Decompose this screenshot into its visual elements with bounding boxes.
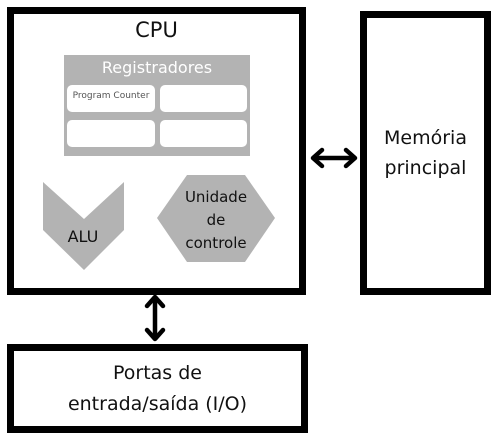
- registers-label: Registradores: [101, 58, 213, 77]
- memory-label: Memória principal: [360, 11, 491, 295]
- control-unit-label-line: controle: [185, 234, 247, 252]
- registers-group: Registradores Program Counter: [64, 55, 250, 156]
- register-slot: Program Counter: [67, 85, 155, 112]
- cpu-io-arrow: [144, 294, 166, 342]
- memory-label-line: Memória: [384, 127, 467, 149]
- register-slot: [67, 120, 155, 147]
- memory-box: [360, 11, 491, 295]
- cpu-title: CPU: [135, 18, 178, 42]
- alu-label: ALU: [67, 227, 99, 246]
- control-unit-label-line: Unidade: [184, 188, 248, 206]
- control-unit-label-line: de: [206, 211, 226, 229]
- register-slot: [160, 85, 247, 112]
- register-slot: [160, 120, 247, 147]
- io-box: [7, 344, 308, 433]
- control-unit-label: Unidade de controle: [158, 186, 274, 255]
- memory-label-line: principal: [384, 157, 467, 179]
- register-slot-label: Program Counter: [72, 91, 150, 101]
- alu-shape: [43, 182, 124, 270]
- io-label-line: Portas de: [113, 361, 202, 384]
- io-label-line: entrada/saída (I/O): [67, 392, 248, 415]
- control-unit-shape: [157, 175, 275, 262]
- io-label: Portas de entrada/saída (I/O): [7, 344, 308, 433]
- cpu-memory-arrow: [310, 147, 358, 169]
